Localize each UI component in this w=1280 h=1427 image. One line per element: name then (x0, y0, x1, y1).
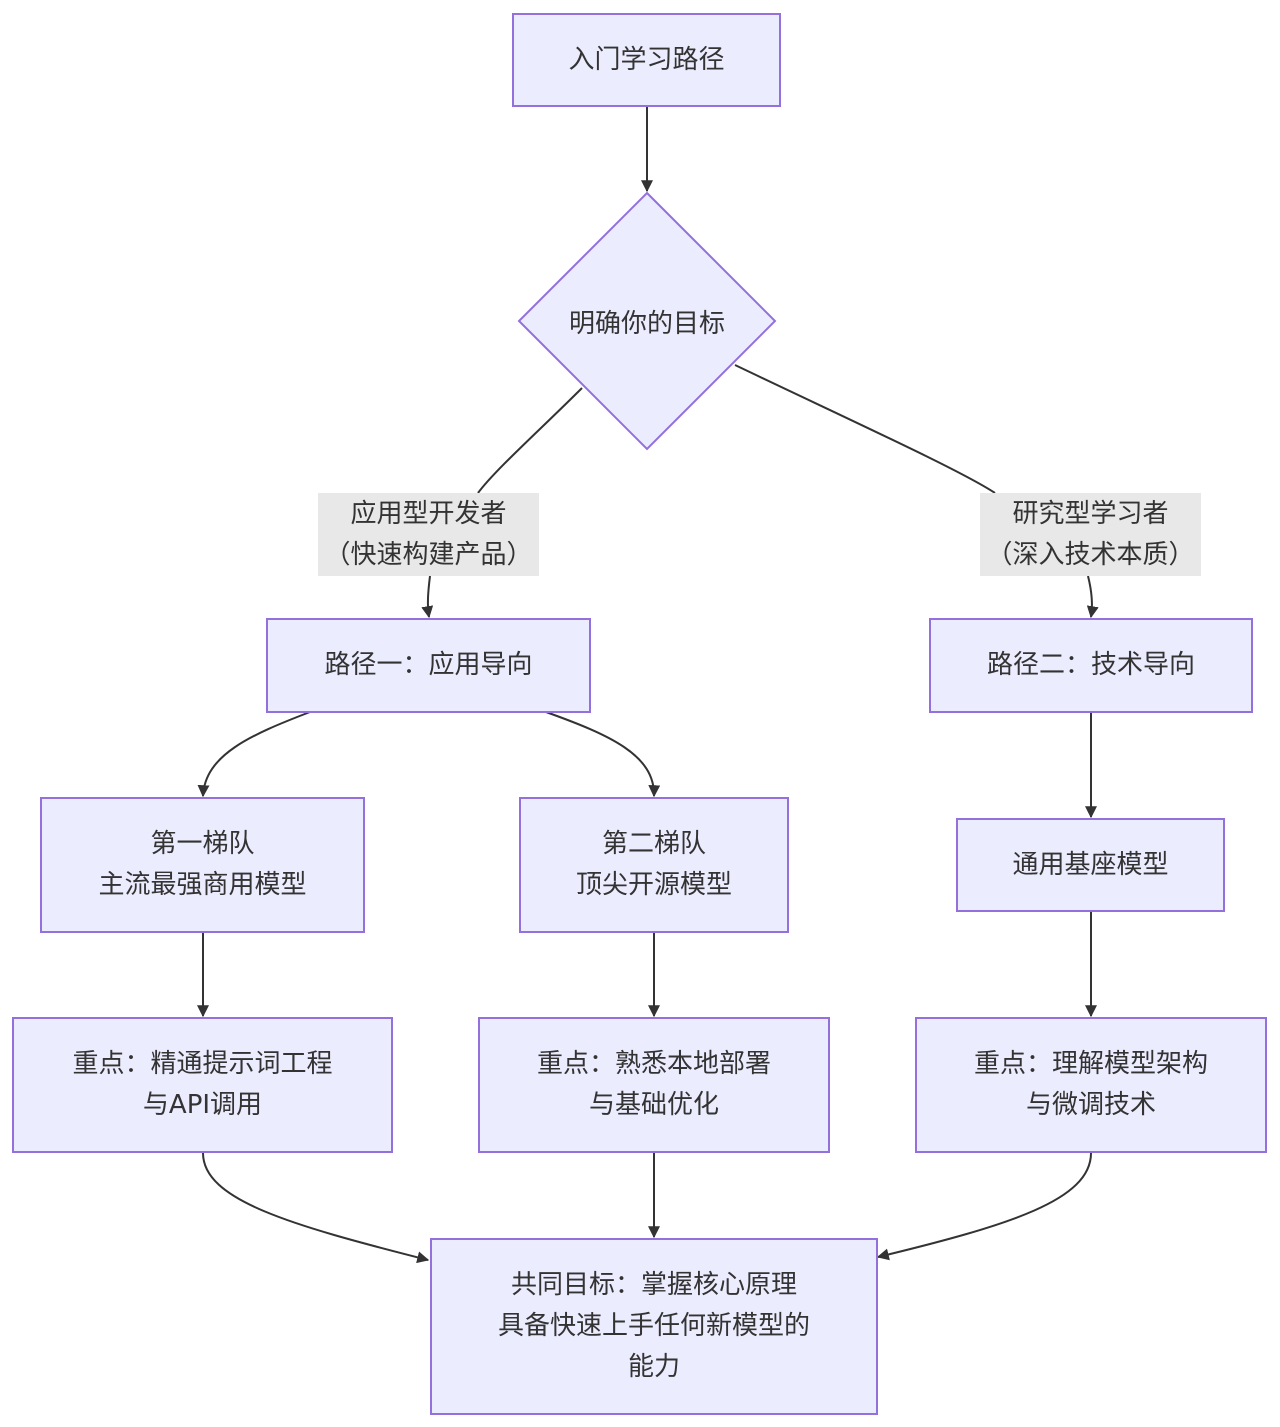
decision-diamond (517, 191, 777, 451)
node-tier-two: 第二梯队 顶尖开源模型 (519, 797, 789, 933)
node-path-one: 路径一：应用导向 (266, 618, 591, 713)
edge-path-one-to-tier-one (197, 711, 311, 798)
node-decision-label: 明确你的目标 (568, 308, 725, 339)
edge-decision-to-developer-label (477, 387, 583, 494)
node-path-two: 路径二：技术导向 (929, 618, 1253, 713)
edge-path-one-to-tier-two (545, 711, 661, 798)
node-focus-arch: 重点：理解模型架构 与微调技术 (915, 1017, 1267, 1153)
edge-label-developer: 应用型开发者 （快速构建产品） (318, 493, 539, 576)
node-tier-one: 第一梯队 主流最强商用模型 (40, 797, 365, 933)
node-start: 入门学习路径 (512, 13, 781, 107)
node-base-model: 通用基座模型 (956, 818, 1225, 912)
edge-focus-prompt-to-goal (202, 1152, 430, 1264)
edge-label-researcher: 研究型学习者 （深入技术本质） (980, 493, 1201, 576)
node-goal: 共同目标：掌握核心原理 具备快速上手任何新模型的 能力 (430, 1238, 878, 1415)
edge-decision-to-researcher-label (734, 364, 996, 494)
edge-researcher-label-to-path-two (1086, 575, 1099, 619)
node-focus-deploy: 重点：熟悉本地部署 与基础优化 (478, 1017, 830, 1153)
edge-focus-arch-to-goal (876, 1152, 1092, 1261)
edge-developer-label-to-path-one (421, 575, 434, 619)
node-focus-prompt: 重点：精通提示词工程 与API调用 (12, 1017, 393, 1153)
